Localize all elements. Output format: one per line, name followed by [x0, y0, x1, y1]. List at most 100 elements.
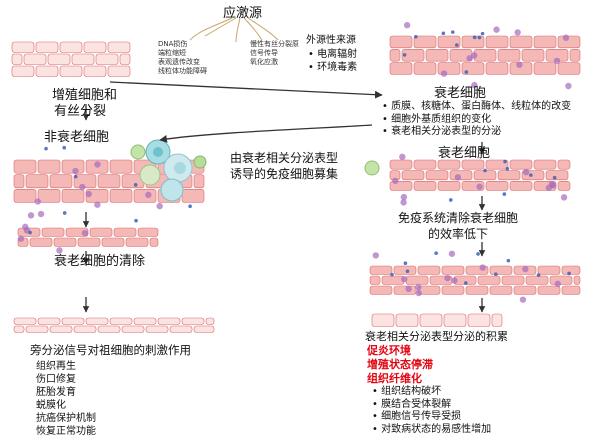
sasp-factor — [536, 273, 541, 277]
tissue-cell — [549, 275, 573, 285]
sasp-vesicle — [554, 280, 561, 288]
tissue-cell — [49, 325, 73, 333]
tissue-cell — [465, 285, 489, 295]
tissue-cell — [29, 237, 53, 247]
accumulation-bullets: • 组织结构破坏 • 膜结合受体裂解 • 细胞信号传导受损 • 对致病状态的易感… — [372, 386, 491, 436]
accumulation-red-item: 组织纤维化 — [367, 372, 422, 385]
tissue-cell — [95, 53, 119, 65]
tissue-cell — [557, 159, 571, 170]
tissue-cell — [169, 325, 193, 333]
sasp-factor — [502, 192, 507, 196]
sasp-vesicle — [400, 193, 408, 201]
sasp-vesicle — [392, 177, 399, 185]
tissue-cell — [59, 41, 83, 53]
tissue-cell — [413, 159, 437, 170]
stressor-item: 慢性有丝分裂原 — [250, 40, 299, 48]
sasp-vesicle — [401, 275, 408, 283]
tissue-cell — [497, 170, 521, 181]
sasp-factor — [477, 35, 482, 40]
paracrine-item: 恢复正常功能 — [36, 426, 96, 437]
accumulation-bullet: • 细胞信号传导受损 — [372, 411, 462, 422]
tissue-cell — [513, 285, 537, 295]
accumulation-bullet: • 组织结构破坏 — [372, 386, 442, 397]
tissue-cell — [413, 62, 437, 75]
tissue-cell — [497, 49, 521, 62]
tissue-cell — [509, 159, 533, 170]
stressor-branches — [189, 17, 279, 43]
tissue-cell — [37, 317, 61, 325]
tissue-cell — [441, 285, 465, 295]
sasp-factor — [28, 230, 32, 235]
tissue-cell — [485, 62, 509, 75]
sasp-factor — [567, 271, 571, 276]
sasp-factor — [506, 258, 511, 263]
tissue-cell — [557, 181, 571, 191]
sasp-factor — [403, 261, 408, 266]
endogenous-stressors: DNA损伤 端粒缩短 表观遗传改变 线粒体功能障碍 — [158, 40, 207, 76]
tissue-cell — [449, 170, 473, 181]
tissue-cell — [477, 275, 501, 285]
sasp-factor — [44, 146, 48, 151]
tissue-cell — [11, 53, 23, 65]
tissue-cell — [11, 41, 35, 53]
paracrine-item: 胚胎发育 — [36, 387, 76, 398]
tissue-cell — [485, 35, 509, 49]
tissue-cell — [83, 65, 107, 77]
tissue-cell — [13, 189, 37, 203]
tissue-cell — [489, 285, 513, 295]
tissue-cell — [193, 325, 215, 333]
tissue-cell — [413, 35, 437, 49]
sasp-vesicle — [545, 184, 553, 192]
paracrine-list: 组织再生 伤口修复 胚胎发育 蜕膜化 抗癌保护机制 恢复正常功能 — [36, 360, 96, 438]
sasp-vesicle — [522, 265, 529, 273]
tissue-cell — [83, 41, 107, 53]
tissue-cell — [13, 317, 37, 325]
accumulation-red-item: 促炎环境 — [367, 344, 411, 357]
sasp-factor — [464, 70, 469, 74]
tissue-cell — [23, 53, 47, 65]
tissue-senescent-top-right — [389, 21, 581, 90]
tissue-cell — [157, 317, 181, 325]
exogenous-list: • 电离辐射 • 环境毒素 — [308, 48, 357, 74]
tissue-cell — [557, 62, 581, 75]
tissue-cell — [107, 41, 131, 53]
sasp-vesicle — [72, 167, 79, 175]
tissue-cell — [369, 285, 393, 295]
stressor-item: 线粒体功能障碍 — [158, 67, 207, 75]
tissue-cell — [53, 237, 77, 247]
sasp-factor — [62, 211, 67, 215]
tissue-cell — [11, 65, 35, 77]
tissue-cell — [521, 49, 545, 62]
senescent-bullet: • 衰老相关分泌表型的分泌 — [382, 126, 502, 137]
tissue-cell — [437, 159, 461, 170]
stressor-item: 端粒缩短 — [158, 49, 186, 57]
sasp-vesicle — [451, 277, 458, 284]
tissue-cell — [85, 317, 109, 325]
tissue-cell — [417, 265, 441, 275]
tissue-cell — [137, 227, 159, 237]
tissue-cell — [59, 65, 83, 77]
sasp-factor — [434, 251, 438, 256]
sasp-factor — [455, 43, 459, 47]
accumulation-red-item: 增殖状态停滞 — [367, 358, 433, 371]
tissue-cell — [437, 181, 461, 191]
sasp-factor — [494, 272, 498, 276]
tissue-senescent-mid-right — [389, 153, 571, 206]
paracrine-item: 抗癌保护机制 — [36, 413, 96, 424]
exogenous-item: • 电离辐射 — [308, 49, 358, 60]
sasp-factor — [472, 35, 477, 40]
sasp-factor — [414, 34, 418, 39]
tissue-cell — [413, 181, 437, 191]
tissue-cell — [181, 317, 205, 325]
tissue-cell — [509, 35, 533, 49]
tissue-cell — [37, 189, 61, 203]
tissue-cell — [77, 237, 101, 247]
tissue-cell — [561, 265, 581, 275]
sasp-factor — [450, 30, 455, 34]
tissue-cell — [393, 265, 417, 275]
tissue-cell — [121, 325, 145, 333]
tissue-cell — [573, 275, 581, 285]
tissue-cell — [61, 317, 85, 325]
sasp-vesicle — [562, 34, 570, 41]
